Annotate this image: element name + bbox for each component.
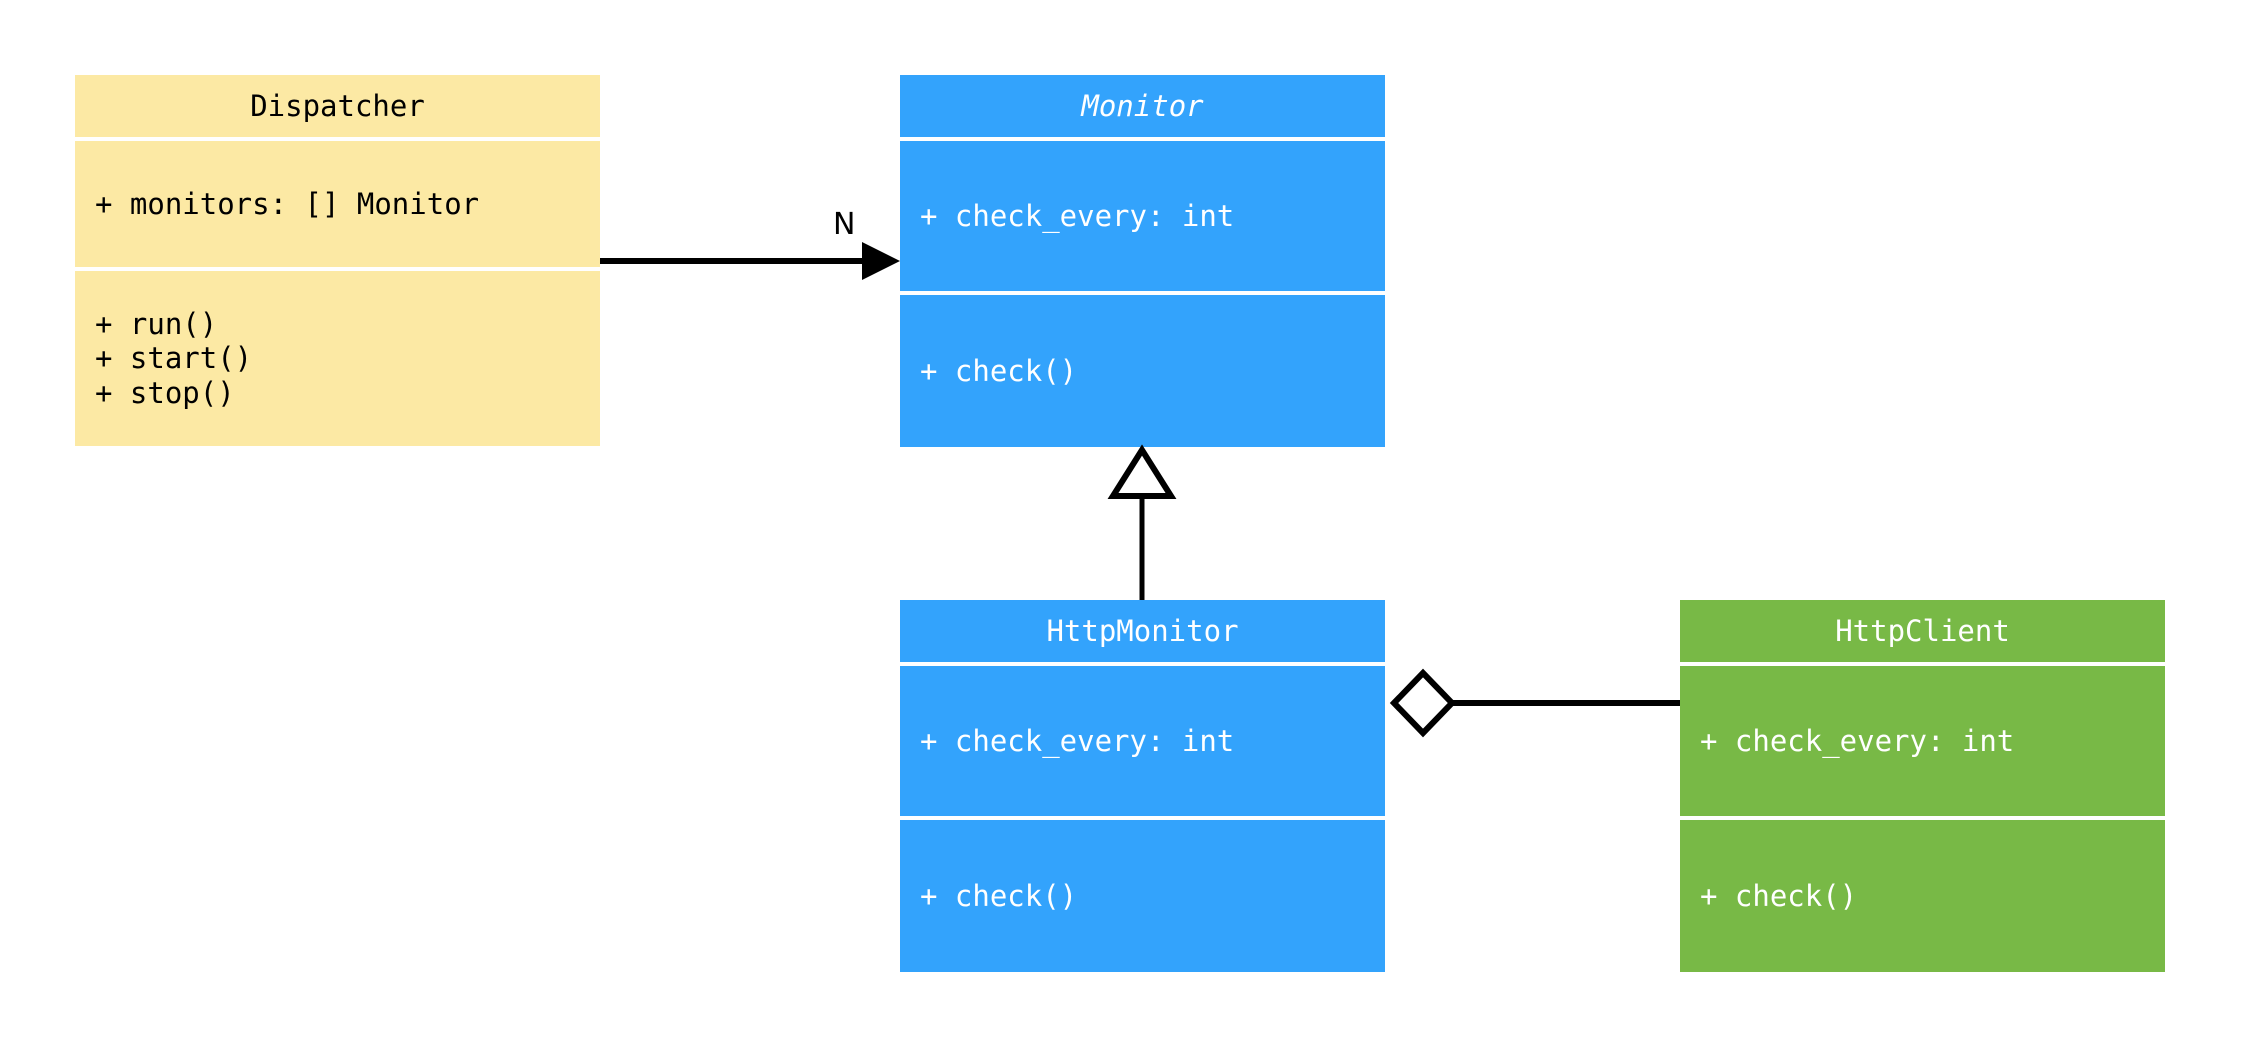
class-attribute: + check_every: int — [920, 198, 1235, 233]
class-method: + start() — [95, 341, 253, 376]
class-methods-monitor: + check() — [900, 295, 1385, 447]
class-title-httpmonitor: HttpMonitor — [900, 600, 1385, 662]
class-method: + check() — [920, 878, 1078, 913]
uml-class-dispatcher[interactable]: Dispatcher + monitors: [] Monitor + run(… — [75, 75, 600, 446]
solid-arrowhead-icon — [862, 242, 900, 280]
class-methods-dispatcher: + run() + start() + stop() — [75, 271, 600, 446]
edge-httpmonitor-to-httpclient — [1389, 668, 1680, 738]
class-methods-httpclient: + check() — [1680, 820, 2165, 972]
class-attribute: + check_every: int — [1700, 723, 2015, 758]
class-attributes-httpclient: + check_every: int — [1680, 666, 2165, 816]
class-title-monitor: Monitor — [900, 75, 1385, 137]
class-method: + check() — [920, 353, 1078, 388]
class-attributes-dispatcher: + monitors: [] Monitor — [75, 141, 600, 267]
class-method: + run() — [95, 307, 218, 342]
class-attribute: + check_every: int — [920, 723, 1235, 758]
uml-class-httpmonitor[interactable]: HttpMonitor + check_every: int + check() — [900, 600, 1385, 972]
edge-httpmonitor-to-monitor — [1107, 444, 1177, 600]
uml-class-httpclient[interactable]: HttpClient + check_every: int + check() — [1680, 600, 2165, 972]
class-methods-httpmonitor: + check() — [900, 820, 1385, 972]
class-attributes-monitor: + check_every: int — [900, 141, 1385, 291]
edge-dispatcher-to-monitor — [600, 242, 900, 280]
class-attributes-httpmonitor: + check_every: int — [900, 666, 1385, 816]
class-attribute: + monitors: [] Monitor — [95, 186, 480, 221]
class-title-dispatcher: Dispatcher — [75, 75, 600, 137]
class-method: + check() — [1700, 878, 1858, 913]
hollow-triangle-icon — [1107, 444, 1177, 499]
class-method: + stop() — [95, 375, 235, 410]
hollow-diamond-icon — [1389, 668, 1457, 738]
class-title-httpclient: HttpClient — [1680, 600, 2165, 662]
edge-label-multiplicity-n: N — [833, 207, 856, 242]
uml-class-monitor[interactable]: Monitor + check_every: int + check() — [900, 75, 1385, 447]
